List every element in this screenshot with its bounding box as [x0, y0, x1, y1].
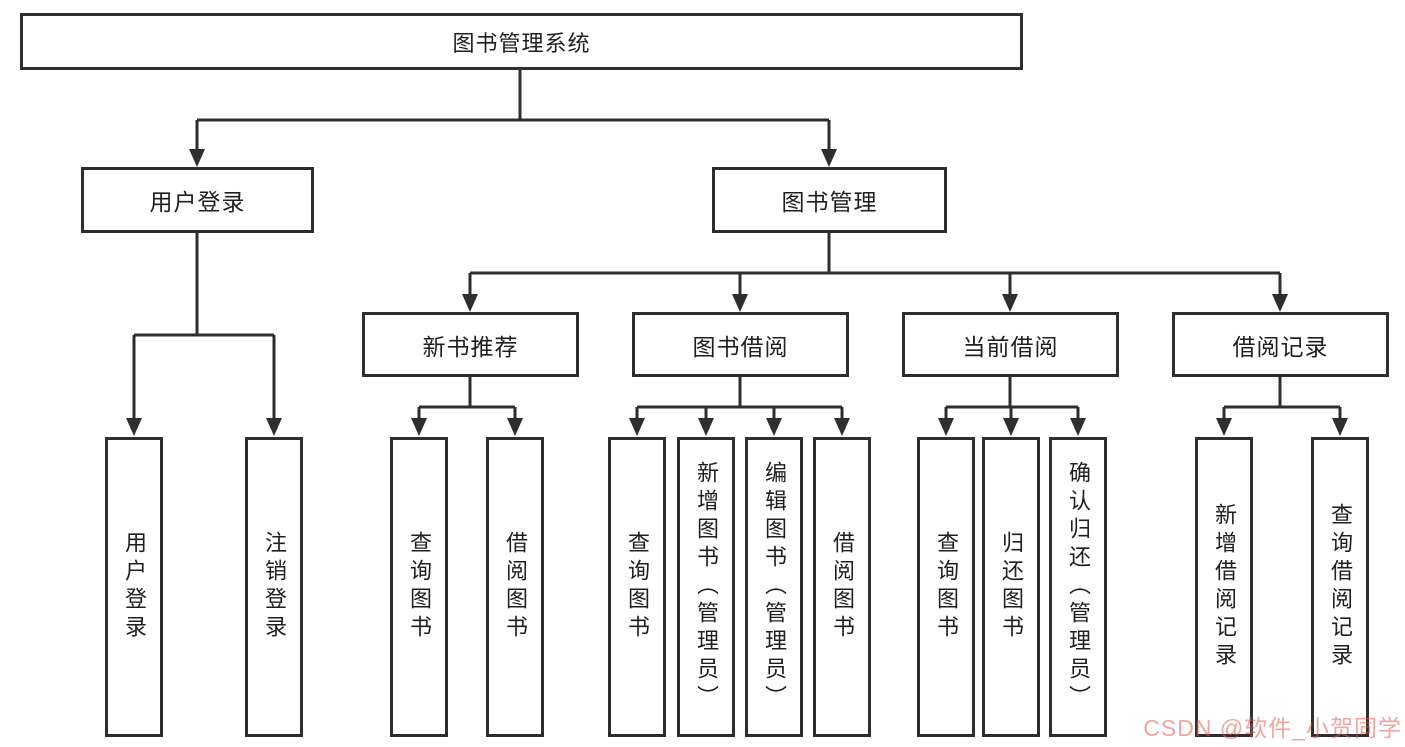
leaf-query-books-recommend: 查询图书 — [390, 437, 448, 737]
leaf-label: 归还图书 — [999, 531, 1024, 643]
leaf-confirm-return-admin: 确认归还（管理员） — [1049, 437, 1107, 737]
leaf-label: 确认归还（管理员） — [1066, 461, 1091, 713]
leaf-add-books-admin: 新增图书（管理员） — [677, 437, 735, 737]
leaf-label: 用户登录 — [122, 531, 147, 643]
leaf-label: 编辑图书（管理员） — [762, 461, 787, 713]
leaf-query-books-current: 查询图书 — [917, 437, 975, 737]
leaf-return-books: 归还图书 — [982, 437, 1040, 737]
leaf-query-borrow-record: 查询借阅记录 — [1311, 437, 1369, 737]
leaf-borrow-books-recommend: 借阅图书 — [486, 437, 544, 737]
leaf-logout: 注销登录 — [245, 437, 303, 737]
leaf-label: 查询借阅记录 — [1328, 503, 1353, 671]
node-current-borrowing: 当前借阅 — [902, 312, 1119, 377]
node-library-system: 图书管理系统 — [20, 13, 1023, 70]
leaf-label: 查询图书 — [934, 531, 959, 643]
csdn-watermark: CSDN @软件_小贺同学 — [1143, 715, 1402, 741]
leaf-label: 新增图书（管理员） — [694, 461, 719, 713]
leaf-label: 借阅图书 — [503, 531, 528, 643]
leaf-label: 新增借阅记录 — [1212, 503, 1237, 671]
leaf-borrow-books: 借阅图书 — [813, 437, 871, 737]
leaf-label: 注销登录 — [262, 531, 287, 643]
leaf-label: 查询图书 — [407, 531, 432, 643]
node-book-management: 图书管理 — [712, 167, 947, 233]
leaf-user-login: 用户登录 — [105, 437, 163, 737]
leaf-label: 借阅图书 — [830, 531, 855, 643]
node-user-login: 用户登录 — [81, 167, 314, 233]
leaf-add-borrow-record: 新增借阅记录 — [1195, 437, 1253, 737]
leaf-label: 查询图书 — [625, 531, 650, 643]
node-borrowing-records: 借阅记录 — [1172, 312, 1389, 377]
leaf-edit-books-admin: 编辑图书（管理员） — [745, 437, 803, 737]
node-book-borrowing: 图书借阅 — [632, 312, 849, 377]
leaf-query-books-borrowing: 查询图书 — [608, 437, 666, 737]
node-new-book-recommend: 新书推荐 — [362, 312, 579, 377]
